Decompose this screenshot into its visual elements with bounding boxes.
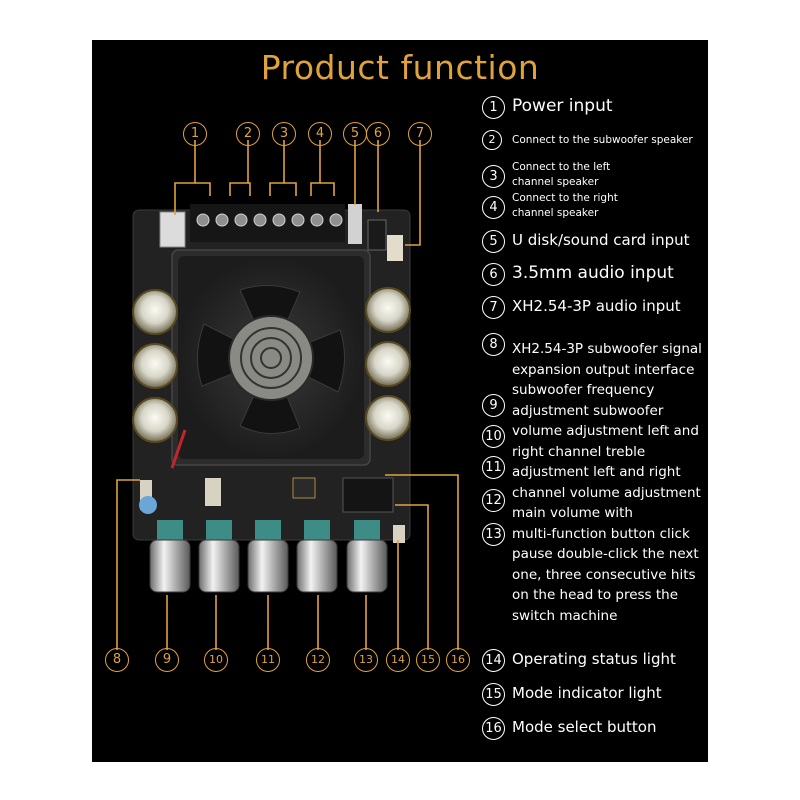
description-line: subwoofer frequency [512, 382, 655, 398]
description-line: main volume with [512, 505, 633, 521]
callout-15: 15 [416, 648, 440, 672]
description-line: adjustment left and right [512, 464, 681, 480]
callout-14: 14 [386, 648, 410, 672]
terminal-screws [196, 213, 343, 227]
marker-8: 8 [482, 333, 505, 356]
description-line: one, three consecutive hits [512, 566, 696, 583]
usb-port [348, 204, 362, 244]
description-line: pause double-click the next [512, 546, 699, 562]
callout-lines-bottom [116, 474, 459, 650]
description-line: switch machine [512, 607, 618, 624]
xh-connector [387, 235, 403, 261]
red-wire [170, 429, 187, 469]
callout-9: 9 [155, 648, 179, 672]
description-line: multi-function button click [512, 525, 690, 542]
description-line: adjustment subwoofer [512, 402, 664, 419]
callout-2: 2 [236, 122, 260, 146]
callout-3: 3 [272, 122, 296, 146]
marker-10: 10 [482, 425, 505, 448]
capacitors-left [132, 289, 178, 443]
callout-5: 5 [343, 122, 367, 146]
callout-1: 1 [183, 122, 207, 146]
callout-13: 13 [354, 648, 378, 672]
callout-16: 16 [446, 648, 470, 672]
description-line: XH2.54-3P subwoofer signal [512, 341, 702, 357]
page-title: Product function [260, 48, 540, 87]
potentiometers [157, 520, 380, 540]
marker-11: 11 [482, 456, 505, 479]
marker-9: 9 [482, 394, 505, 417]
callout-10: 10 [204, 648, 228, 672]
marker-13: 13 [482, 523, 505, 546]
callout-12: 12 [306, 648, 330, 672]
callout-11: 11 [256, 648, 280, 672]
description-line: expansion output interface [512, 361, 695, 378]
knobs [149, 539, 388, 593]
description-line: right channel treble [512, 443, 646, 460]
description-line: channel volume adjustment [512, 484, 701, 501]
description-line: on the head to press the [512, 587, 679, 603]
marker-12: 12 [482, 489, 505, 512]
callout-6: 6 [366, 122, 390, 146]
capacitors-right [365, 287, 411, 441]
callout-8: 8 [105, 648, 129, 672]
callout-4: 4 [308, 122, 332, 146]
description-line: volume adjustment left and [512, 423, 699, 439]
audio-jack [367, 219, 387, 251]
callout-7: 7 [408, 122, 432, 146]
power-jack [159, 211, 186, 248]
callout-lines-top [174, 140, 421, 246]
